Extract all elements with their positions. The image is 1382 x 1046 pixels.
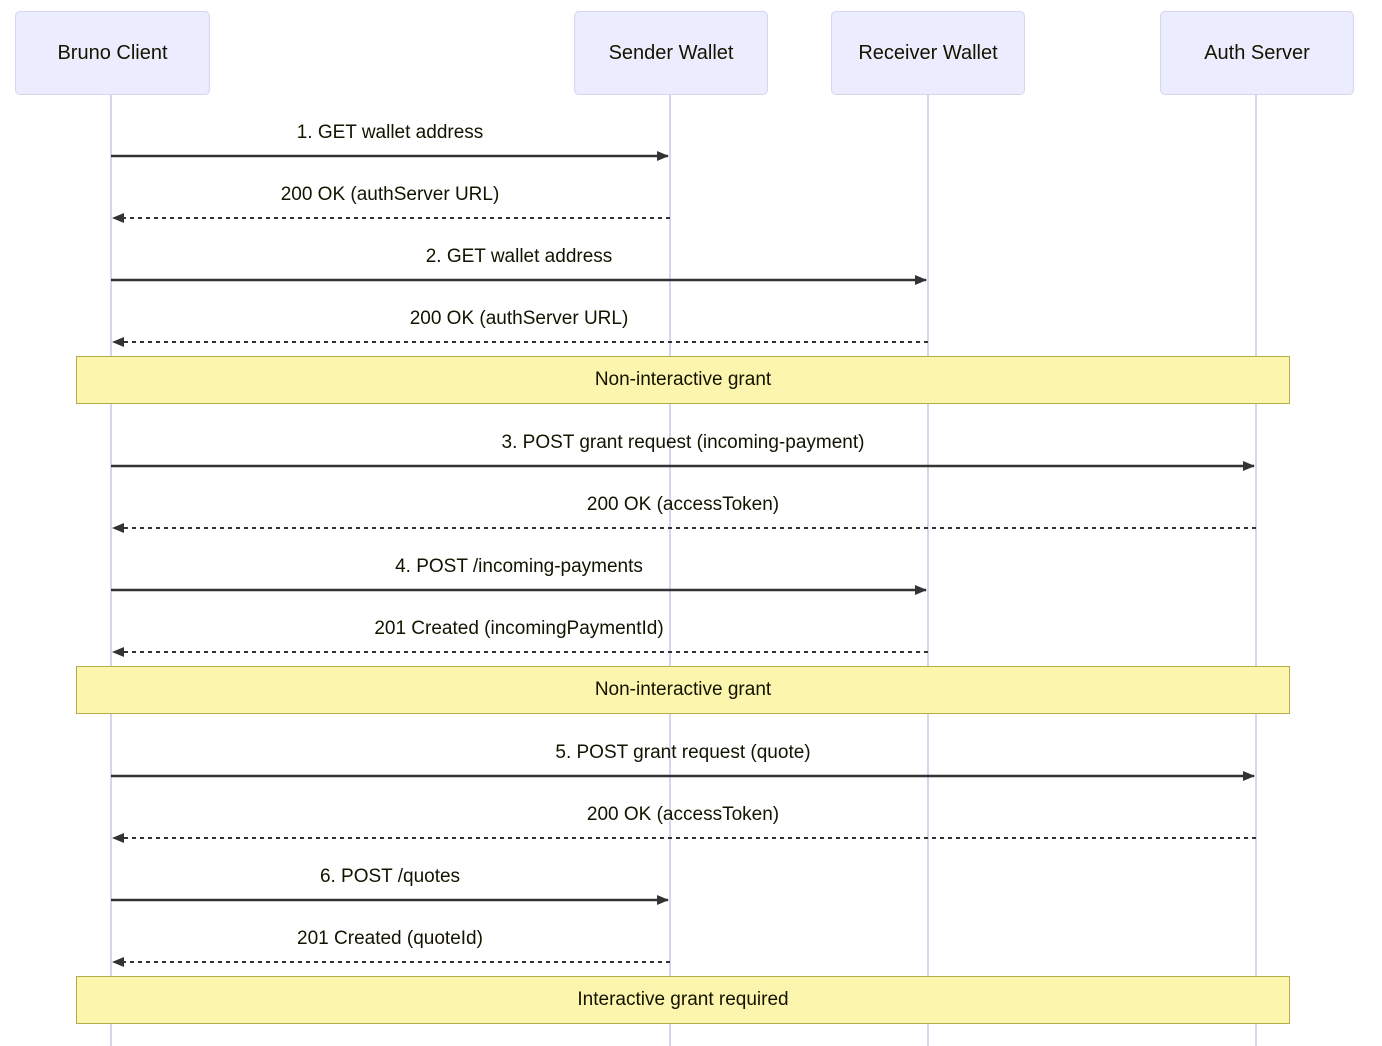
message-label-12: 201 Created (quoteId)	[297, 928, 483, 949]
participant-label-auth-server: Auth Server	[1204, 42, 1310, 64]
note-label: Non-interactive grant	[594, 679, 772, 700]
participant-label-receiver-wallet: Receiver Wallet	[858, 42, 998, 64]
message-label-1: 1. GET wallet address	[296, 122, 484, 143]
message-label-4: 200 OK (authServer URL)	[409, 308, 629, 329]
message-arrows-group	[111, 151, 1256, 967]
participant-box-auth-server[interactable]: Auth Server	[1160, 11, 1354, 95]
note-non-interactive-grant-2: Non-interactive grant	[76, 666, 1290, 714]
note-label: Interactive grant required	[577, 989, 789, 1010]
message-label-7: 4. POST /incoming-payments	[395, 556, 643, 577]
message-label-10: 200 OK (accessToken)	[586, 804, 780, 825]
lifelines-group	[110, 95, 1257, 1046]
participant-box-sender-wallet[interactable]: Sender Wallet	[574, 11, 768, 95]
participant-label-sender-wallet: Sender Wallet	[608, 42, 734, 64]
participant-box-receiver-wallet[interactable]: Receiver Wallet	[831, 11, 1025, 95]
message-label-6: 200 OK (accessToken)	[586, 494, 780, 515]
note-label: Non-interactive grant	[594, 369, 772, 390]
message-label-8: 201 Created (incomingPaymentId)	[374, 618, 664, 639]
message-label-5: 3. POST grant request (incoming-payment)	[501, 432, 865, 453]
message-label-3: 2. GET wallet address	[425, 246, 613, 267]
message-label-9: 5. POST grant request (quote)	[555, 742, 811, 763]
participant-box-bruno-client[interactable]: Bruno Client	[15, 11, 210, 95]
message-label-2: 200 OK (authServer URL)	[280, 184, 500, 205]
note-non-interactive-grant-1: Non-interactive grant	[76, 356, 1290, 404]
message-label-11: 6. POST /quotes	[319, 866, 461, 887]
participant-label-bruno-client: Bruno Client	[57, 42, 168, 64]
note-interactive-grant: Interactive grant required	[76, 976, 1290, 1024]
